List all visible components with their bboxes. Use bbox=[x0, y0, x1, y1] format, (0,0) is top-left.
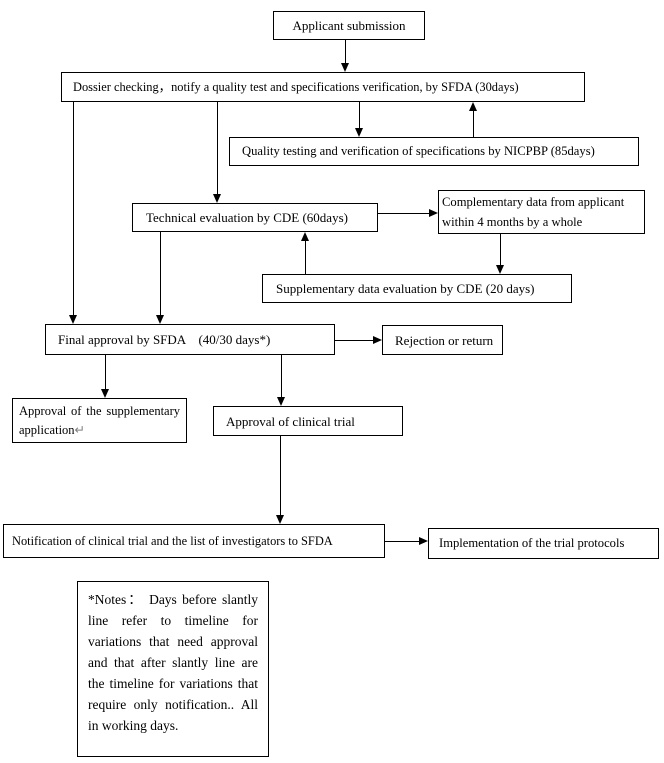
node-supplementary-data-evaluation-label: Supplementary data evaluation by CDE (20… bbox=[276, 281, 535, 296]
node-quality-testing-nicpbp-label: Quality testing and verification of spec… bbox=[242, 144, 595, 158]
arrow-dossier-to-technical-head bbox=[213, 194, 221, 203]
node-technical-evaluation-cde: Technical evaluation by CDE (60days) bbox=[132, 203, 378, 232]
node-applicant-submission-label: Applicant submission bbox=[292, 18, 406, 33]
arrow-final-to-approval-supplementary-line bbox=[105, 355, 106, 389]
node-implementation-trial-protocols: Implementation of the trial protocols bbox=[428, 528, 659, 559]
arrow-approval-clinical-to-notification-head bbox=[276, 515, 284, 524]
arrow-dossier-to-final-approval-line bbox=[73, 102, 74, 315]
notes-text: *Notes： Days before slantly line refer t… bbox=[88, 592, 258, 733]
node-applicant-submission: Applicant submission bbox=[273, 11, 425, 40]
node-approval-clinical-trial-label: Approval of clinical trial bbox=[226, 413, 355, 429]
node-approval-supplementary-application-label: Approval of the supplementary applicatio… bbox=[19, 404, 180, 437]
node-approval-clinical-trial: Approval of clinical trial bbox=[213, 406, 403, 436]
arrow-final-to-approval-clinical-line bbox=[281, 355, 282, 397]
arrow-dossier-to-final-approval-head bbox=[69, 315, 77, 324]
notes-box: *Notes： Days before slantly line refer t… bbox=[77, 581, 269, 757]
node-supplementary-data-evaluation: Supplementary data evaluation by CDE (20… bbox=[262, 274, 572, 303]
arrow-final-to-approval-clinical-head bbox=[277, 397, 285, 406]
arrow-nicpbp-to-dossier-line bbox=[473, 111, 474, 137]
node-notification-to-sfda: Notification of clinical trial and the l… bbox=[3, 524, 385, 558]
node-dossier-checking-label: Dossier checking，notify a quality test a… bbox=[73, 79, 519, 94]
node-approval-supplementary-application: Approval of the supplementary applicatio… bbox=[12, 398, 187, 443]
arrow-final-to-rejection-head bbox=[373, 336, 382, 344]
node-implementation-trial-protocols-label: Implementation of the trial protocols bbox=[439, 536, 625, 550]
arrow-technical-to-complementary-line bbox=[378, 213, 429, 214]
arrow-dossier-to-nicpbp-line bbox=[359, 102, 360, 128]
arrow-technical-to-complementary-head bbox=[429, 209, 438, 217]
arrow-notification-to-implementation-line bbox=[385, 541, 419, 542]
node-rejection-or-return: Rejection or return bbox=[382, 325, 503, 355]
arrow-dossier-to-technical-line bbox=[217, 102, 218, 194]
node-final-approval-sfda-label: Final approval by SFDA (40/30 days*) bbox=[58, 332, 271, 347]
arrow-supplementary-to-technical-line bbox=[305, 241, 306, 274]
arrow-nicpbp-to-dossier-head bbox=[469, 102, 477, 111]
arrow-applicant-to-dossier-head bbox=[341, 63, 349, 72]
paragraph-mark-icon: ↵ bbox=[74, 423, 86, 437]
arrow-technical-to-final-approval-head bbox=[156, 315, 164, 324]
node-dossier-checking: Dossier checking，notify a quality test a… bbox=[61, 72, 585, 102]
arrow-approval-clinical-to-notification-line bbox=[280, 436, 281, 515]
node-complementary-data-label: Complementary data from applicant within… bbox=[442, 195, 625, 229]
node-quality-testing-nicpbp: Quality testing and verification of spec… bbox=[229, 137, 639, 166]
node-rejection-or-return-label: Rejection or return bbox=[395, 332, 494, 348]
arrow-complementary-to-supplementary-head bbox=[496, 265, 504, 274]
arrow-supplementary-to-technical-head bbox=[301, 232, 309, 241]
arrow-dossier-to-nicpbp-head bbox=[355, 128, 363, 137]
arrow-complementary-to-supplementary-line bbox=[500, 234, 501, 265]
arrow-technical-to-final-approval-line bbox=[160, 232, 161, 315]
arrow-notification-to-implementation-head bbox=[419, 537, 428, 545]
node-technical-evaluation-cde-label: Technical evaluation by CDE (60days) bbox=[146, 210, 348, 225]
arrow-final-to-rejection-line bbox=[335, 340, 373, 341]
node-final-approval-sfda: Final approval by SFDA (40/30 days*) bbox=[45, 324, 335, 355]
node-complementary-data: Complementary data from applicant within… bbox=[438, 190, 645, 234]
arrow-final-to-approval-supplementary-head bbox=[101, 389, 109, 398]
node-notification-to-sfda-label: Notification of clinical trial and the l… bbox=[12, 533, 333, 548]
arrow-applicant-to-dossier-line bbox=[345, 40, 346, 63]
